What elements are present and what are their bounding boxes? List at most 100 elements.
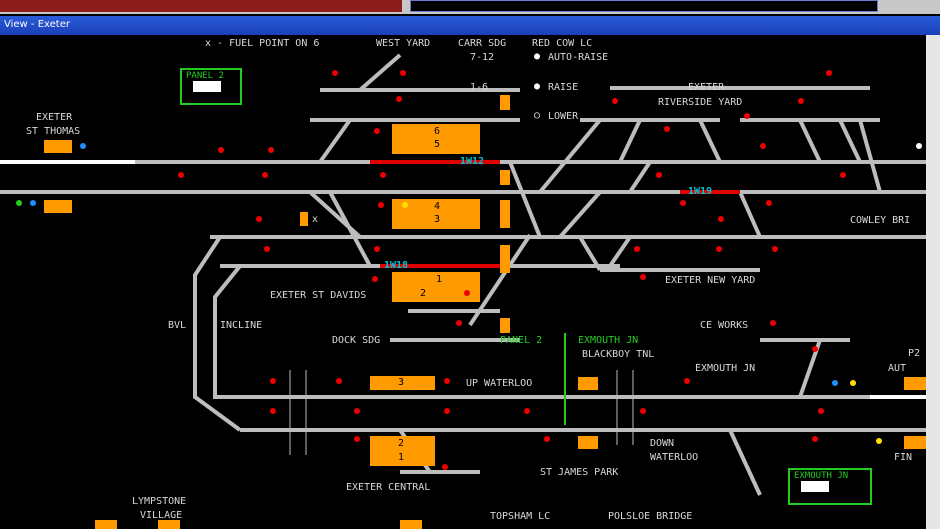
signal-icon[interactable] — [256, 216, 262, 222]
blue-signal-icon[interactable] — [30, 200, 36, 206]
panel-2-arrow-label[interactable]: PANEL 2 — [500, 335, 543, 346]
signal-icon[interactable] — [840, 172, 846, 178]
signal-icon[interactable] — [332, 70, 338, 76]
window-scrollbar[interactable] — [926, 35, 940, 529]
fuel-point-legend: x - FUEL POINT ON 6 — [205, 38, 320, 49]
signal-icon[interactable] — [716, 246, 722, 252]
blackboy-tnl-label: BLACKBOY TNL — [582, 349, 655, 360]
signal-icon[interactable] — [640, 274, 646, 280]
signal-icon[interactable] — [264, 246, 270, 252]
lower-control[interactable]: LOWER — [548, 111, 579, 122]
signal-icon[interactable] — [826, 70, 832, 76]
signal-icon[interactable] — [262, 172, 268, 178]
edge-platform-1 — [904, 377, 926, 390]
signal-icon[interactable] — [656, 172, 662, 178]
red-cow-lc-label: RED COW LC — [532, 38, 593, 49]
signal-icon[interactable] — [770, 320, 776, 326]
bvl-label: BVL — [168, 320, 187, 331]
down-waterloo-label-1: DOWN — [650, 438, 675, 449]
signal-icon[interactable] — [798, 98, 804, 104]
platform-stub-5 — [500, 318, 510, 333]
signal-icon[interactable] — [718, 216, 724, 222]
signal-icon[interactable] — [354, 408, 360, 414]
signal-icon[interactable] — [818, 408, 824, 414]
raise-control[interactable]: RAISE — [548, 82, 579, 93]
lower-dot-icon[interactable]: ○ — [534, 110, 541, 121]
signal-icon[interactable] — [634, 246, 640, 252]
signal-icon[interactable] — [612, 98, 618, 104]
signal-icon[interactable] — [664, 126, 670, 132]
signal-icon[interactable] — [444, 408, 450, 414]
signal-icon[interactable] — [374, 246, 380, 252]
signal-icon[interactable] — [640, 408, 646, 414]
exmouth-panel-selector[interactable]: EXMOUTH JN — [788, 468, 872, 505]
blue-signal-icon[interactable] — [80, 143, 86, 149]
berth-1W19[interactable]: 1W19 — [688, 186, 713, 197]
central-platform-3: 3 — [370, 376, 435, 390]
signal-icon[interactable] — [378, 202, 384, 208]
signal-icon[interactable] — [270, 378, 276, 384]
signal-icon[interactable] — [766, 200, 772, 206]
yellow-signal-icon[interactable] — [402, 202, 408, 208]
signal-icon[interactable] — [744, 113, 750, 119]
topsham-lc-label: TOPSHAM LC — [490, 511, 551, 522]
exmouth-panel-indicator — [801, 481, 829, 492]
signal-icon[interactable] — [268, 147, 274, 153]
signal-icon[interactable] — [444, 378, 450, 384]
signal-icon[interactable] — [178, 172, 184, 178]
signal-icon[interactable] — [218, 147, 224, 153]
signal-icon[interactable] — [380, 172, 386, 178]
lympstone-label-2: VILLAGE — [140, 510, 183, 521]
yellow-signal-icon[interactable] — [876, 438, 882, 444]
signal-icon[interactable] — [270, 408, 276, 414]
panel-2-selector[interactable]: PANEL 2 — [180, 68, 242, 105]
central-platform-2-number: 2 — [398, 438, 405, 449]
central-platform-3-number: 3 — [398, 377, 405, 388]
window-titlebar[interactable]: View - Exeter — [0, 16, 940, 35]
signal-icon[interactable] — [400, 70, 406, 76]
signal-icon[interactable] — [680, 200, 686, 206]
central-platform-1-number: 1 — [398, 452, 405, 463]
auto-raise-control[interactable]: AUTO-RAISE — [548, 52, 609, 63]
fuel-point-x: x — [312, 214, 319, 225]
edge-platform-2 — [904, 436, 926, 449]
signal-icon[interactable] — [684, 378, 690, 384]
signal-icon[interactable] — [456, 320, 462, 326]
signal-icon[interactable] — [524, 408, 530, 414]
signal-icon[interactable] — [464, 290, 470, 296]
signal-icon[interactable] — [760, 143, 766, 149]
signal-icon[interactable] — [812, 436, 818, 442]
platform-6-5: 6 5 — [392, 124, 480, 154]
carr-sdg-label: CARR SDG — [458, 38, 507, 49]
top-window-strip — [0, 0, 940, 14]
new-yard-label: EXETER NEW YARD — [665, 275, 756, 286]
down-waterloo-label-2: WATERLOO — [650, 452, 699, 463]
exmouth-jn-arrow-label[interactable]: EXMOUTH JN — [578, 335, 639, 346]
auto-raise-dot-icon[interactable]: ● — [534, 51, 541, 62]
signal-icon[interactable] — [772, 246, 778, 252]
berth-1W18[interactable]: 1W18 — [384, 260, 409, 271]
white-signal-icon[interactable] — [916, 143, 922, 149]
signal-icon[interactable] — [544, 436, 550, 442]
green-signal-icon[interactable] — [16, 200, 22, 206]
auto-route-lines — [0, 160, 926, 399]
signal-icon[interactable] — [442, 464, 448, 470]
berth-1W12[interactable]: 1W12 — [460, 156, 485, 167]
lympstone-label-1: LYMPSTONE — [132, 496, 187, 507]
signal-icon[interactable] — [812, 346, 818, 352]
signal-icon[interactable] — [372, 276, 378, 282]
yellow-signal-icon[interactable] — [850, 380, 856, 386]
signal-icon[interactable] — [396, 96, 402, 102]
st-thomas-platform — [44, 140, 72, 153]
blue-signal-icon[interactable] — [832, 380, 838, 386]
signal-icon[interactable] — [354, 436, 360, 442]
signal-icon[interactable] — [374, 128, 380, 134]
platform-1-number: 1 — [436, 274, 443, 285]
signal-icon[interactable] — [336, 378, 342, 384]
fin-label: FIN — [894, 452, 913, 463]
platform-stub-1 — [500, 95, 510, 110]
st-thomas-platform-2 — [44, 200, 72, 213]
level-crossings — [289, 370, 634, 455]
raise-dot-icon[interactable]: ● — [534, 81, 541, 92]
up-waterloo-label: UP WATERLOO — [466, 378, 533, 389]
